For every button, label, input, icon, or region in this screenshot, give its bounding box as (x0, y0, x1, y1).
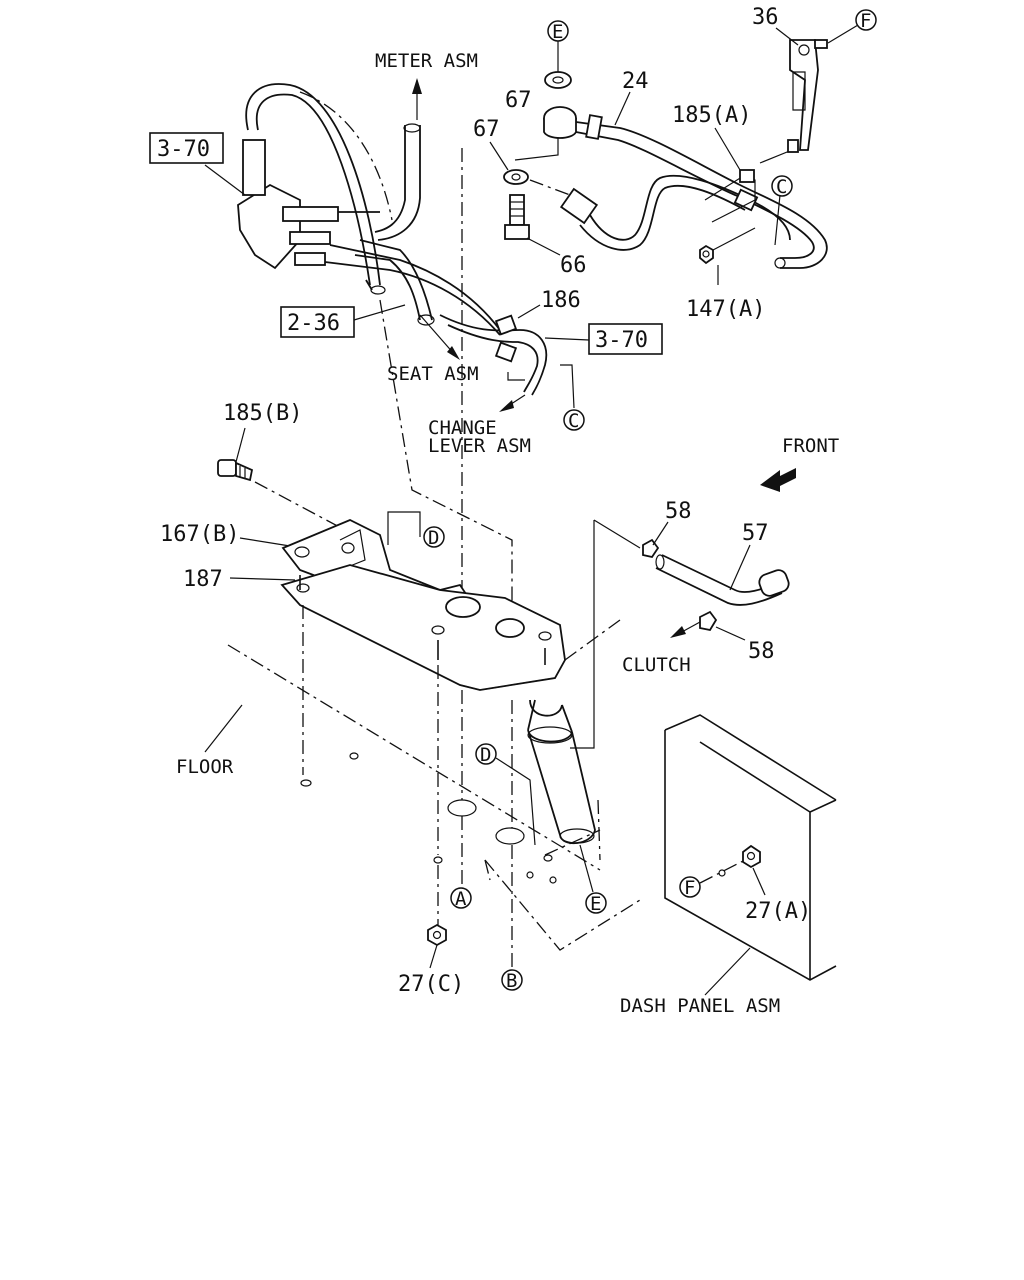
floor-label: FLOOR (176, 756, 234, 778)
shift-cable (439, 314, 548, 396)
seat-asm-arrow (419, 314, 460, 360)
ref-3-70-mid-label: 3-70 (595, 328, 648, 353)
callout-c-right-label: C (776, 176, 787, 198)
part-66-label: 66 (560, 253, 587, 278)
washer-67-top (544, 71, 572, 89)
callout-d-bot (475, 743, 497, 765)
callout-d-top (423, 526, 445, 548)
ref-box-3-70-top (149, 132, 224, 164)
nut-147a (699, 244, 714, 265)
ref-box-3-70-mid (588, 323, 663, 355)
bolt-185b (217, 459, 254, 482)
washer-67-mid (503, 169, 529, 185)
banjo-fitting (543, 106, 828, 269)
pipe-lower-fitting (559, 174, 791, 251)
callout-f-bot (679, 876, 701, 898)
callout-f-top-label: F (860, 10, 871, 32)
part-24-label: 24 (622, 69, 649, 94)
clip-58-bot (699, 610, 718, 632)
seat-asm-label: SEAT ASM (387, 363, 479, 385)
clutch-arrow (670, 626, 686, 638)
ref-box-2-36 (280, 306, 355, 338)
part-67-mid-label: 67 (473, 117, 500, 142)
callout-c-mid (563, 409, 585, 431)
part-185b-label: 185(B) (223, 401, 302, 426)
part-185a-label: 185(A) (672, 103, 751, 128)
part-67-top-label: 67 (505, 88, 532, 113)
clutch-label: CLUTCH (622, 654, 691, 676)
meter-asm-label: METER ASM (375, 50, 478, 72)
callout-b-label: B (506, 970, 517, 992)
callout-d-bot-label: D (480, 744, 491, 766)
cable-bundle (237, 83, 501, 336)
meter-asm-arrow (412, 78, 422, 120)
ref-3-70-top-label: 3-70 (157, 137, 210, 162)
callout-a-label: A (455, 888, 467, 910)
shift-lever-plate (280, 519, 566, 691)
callout-c-mid-label: C (568, 410, 579, 432)
callout-f-top (855, 9, 877, 31)
bolt-66 (504, 194, 530, 240)
clip-58-top (642, 538, 660, 559)
bracket-36 (789, 39, 828, 151)
change-lever-label-2: LEVER ASM (428, 435, 531, 457)
callout-d-top-label: D (428, 527, 439, 549)
ref-2-36-label: 2-36 (287, 311, 340, 336)
callout-e-bot-label: E (590, 893, 601, 915)
part-186-label: 186 (541, 288, 581, 313)
nut-27a (742, 844, 761, 869)
callout-c-right (771, 175, 793, 197)
part-36-label: 36 (752, 5, 779, 30)
part-147a-label: 147(A) (686, 297, 765, 322)
dash-panel (664, 714, 837, 981)
callout-a (450, 887, 472, 909)
lever-boot (527, 699, 596, 844)
part-58-top-label: 58 (665, 499, 692, 524)
part-167b-label: 167(B) (160, 522, 239, 547)
clutch-pipe-57 (655, 554, 790, 606)
nut-27c (427, 923, 447, 947)
callout-e-top-label: E (552, 21, 563, 43)
callout-b (501, 969, 523, 991)
part-27a-label: 27(A) (745, 899, 811, 924)
change-lever-arrow (499, 394, 526, 412)
callout-e-bot (585, 892, 607, 914)
part-58-bot-label: 58 (748, 639, 775, 664)
dash-panel-label: DASH PANEL ASM (620, 995, 780, 1017)
front-label: FRONT (782, 435, 839, 457)
part-57-label: 57 (742, 521, 769, 546)
front-arrow (760, 468, 796, 492)
callout-f-bot-label: F (684, 877, 695, 899)
part-27c-label: 27(C) (398, 972, 464, 997)
part-187-label: 187 (183, 567, 223, 592)
